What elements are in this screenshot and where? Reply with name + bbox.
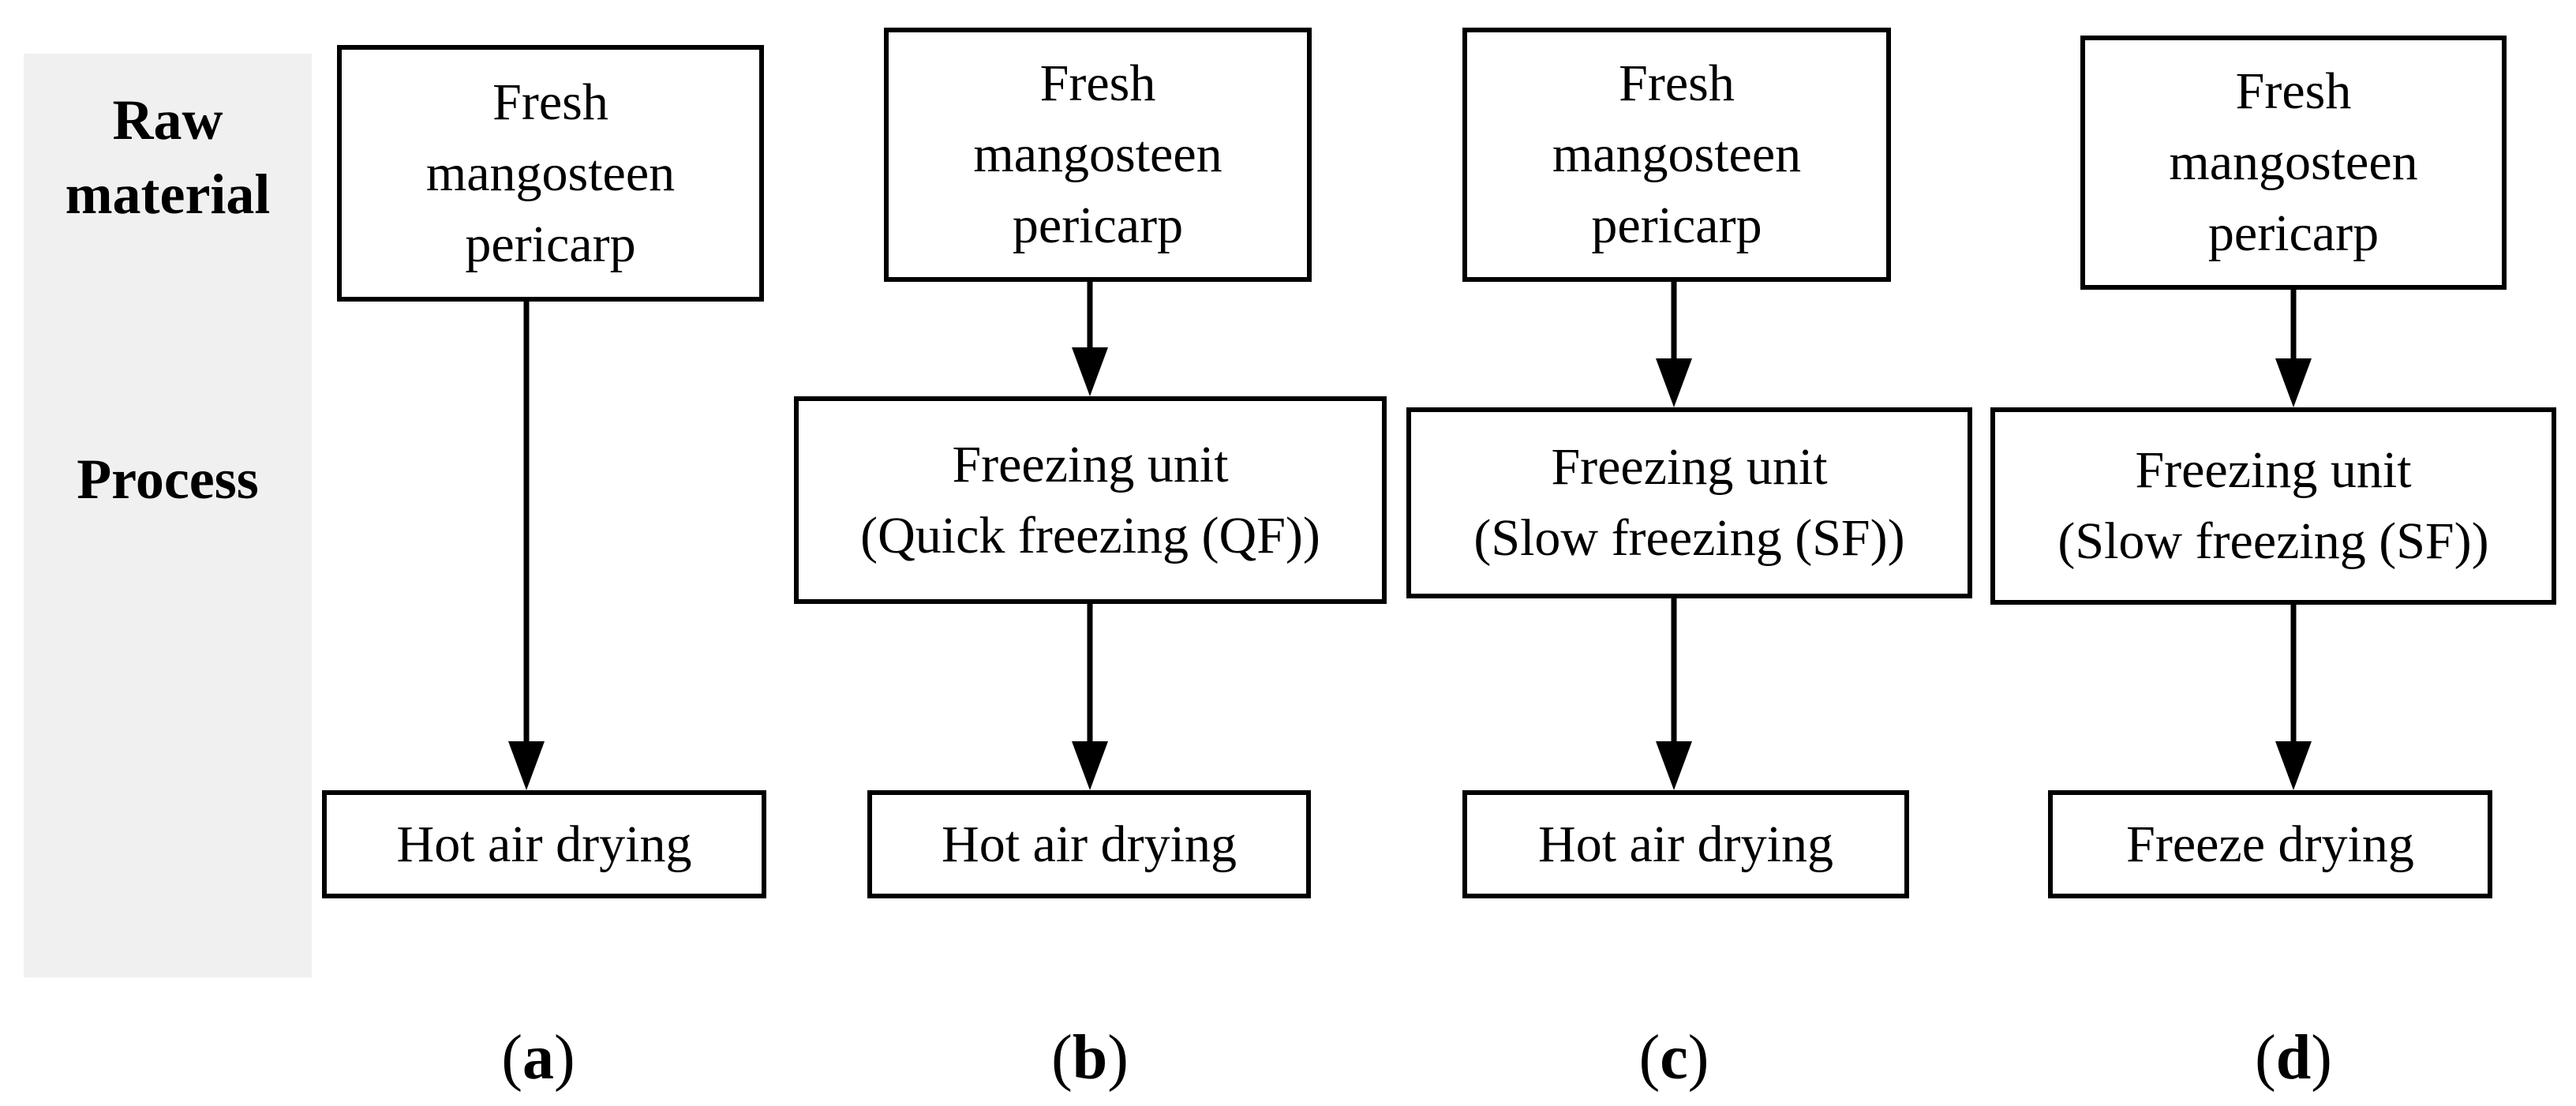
- arrow-a: [503, 302, 550, 790]
- arrow-d-1: [2270, 290, 2317, 407]
- caption-d-open: (: [2255, 1023, 2276, 1093]
- freezing-box-d-line1: Freezing unit: [2135, 441, 2412, 499]
- caption-c-letter: c: [1660, 1023, 1688, 1093]
- caption-d-close: ): [2311, 1023, 2332, 1093]
- drying-box-b-label: Hot air drying: [942, 815, 1237, 873]
- raw-material-box-c: Fresh mangosteen pericarp: [1462, 28, 1891, 282]
- raw-material-box-b-line2: mangosteen: [973, 126, 1222, 183]
- caption-c: (c): [1556, 1014, 1792, 1101]
- raw-material-box-c-line1: Fresh: [1619, 54, 1735, 112]
- caption-d-letter: d: [2275, 1023, 2312, 1093]
- caption-c-open: (: [1638, 1023, 1661, 1093]
- raw-material-box-a-line3: pericarp: [465, 215, 636, 273]
- raw-material-box-d: Fresh mangosteen pericarp: [2080, 36, 2507, 290]
- drying-box-d-label: Freeze drying: [2126, 815, 2414, 873]
- raw-material-box-a: Fresh mangosteen pericarp: [337, 45, 764, 302]
- freezing-box-d-line2: (Slow freezing (SF)): [2057, 512, 2489, 570]
- raw-material-box-b-line3: pericarp: [1012, 197, 1184, 254]
- arrow-a-shaft: [523, 302, 530, 751]
- drying-box-d: Freeze drying: [2048, 790, 2492, 898]
- caption-a-close: ): [554, 1023, 575, 1093]
- caption-d: (d): [2175, 1014, 2412, 1101]
- arrow-d-2-shaft: [2290, 605, 2297, 751]
- caption-a-open: (: [501, 1023, 522, 1093]
- caption-a-letter: a: [522, 1023, 554, 1093]
- raw-material-box-d-line2: mangosteen: [2169, 133, 2418, 191]
- row-header-raw-material-line1: Raw: [112, 88, 223, 152]
- caption-b-letter: b: [1072, 1023, 1108, 1093]
- arrow-b-1-head: [1072, 347, 1108, 396]
- arrow-b-1: [1066, 282, 1114, 396]
- arrow-b-2: [1066, 604, 1114, 790]
- raw-material-box-a-line1: Fresh: [492, 73, 608, 131]
- arrow-d-1-head: [2275, 358, 2312, 407]
- raw-material-box-b: Fresh mangosteen pericarp: [884, 28, 1312, 282]
- freezing-box-c-line1: Freezing unit: [1551, 438, 1828, 496]
- drying-box-b: Hot air drying: [867, 790, 1311, 898]
- row-header-panel: [24, 54, 312, 977]
- arrow-d-1-shaft: [2290, 290, 2297, 368]
- drying-box-a-label: Hot air drying: [396, 815, 692, 873]
- drying-box-c-label: Hot air drying: [1538, 815, 1833, 873]
- caption-b: (b): [972, 1014, 1208, 1101]
- freezing-box-b-line1: Freezing unit: [952, 435, 1229, 493]
- caption-b-close: ): [1107, 1023, 1129, 1093]
- arrow-d-2: [2270, 605, 2317, 790]
- raw-material-box-d-line1: Fresh: [2235, 62, 2352, 120]
- arrow-c-2: [1650, 598, 1698, 790]
- raw-material-box-d-line3: pericarp: [2207, 204, 2379, 262]
- row-header-raw-material-line2: material: [65, 163, 271, 226]
- arrow-b-1-shaft: [1087, 282, 1093, 357]
- row-header-raw-material: Raw material: [24, 83, 312, 231]
- raw-material-box-c-line3: pericarp: [1591, 197, 1762, 254]
- arrow-d-2-head: [2275, 741, 2312, 790]
- arrow-c-1: [1650, 282, 1698, 407]
- raw-material-box-c-line2: mangosteen: [1552, 126, 1802, 183]
- arrow-c-1-shaft: [1671, 282, 1677, 368]
- arrow-b-2-shaft: [1087, 604, 1093, 751]
- caption-a: (a): [420, 1014, 657, 1101]
- raw-material-box-a-line2: mangosteen: [425, 144, 676, 202]
- freezing-box-c: Freezing unit (Slow freezing (SF)): [1406, 407, 1972, 598]
- freezing-box-c-line2: (Slow freezing (SF)): [1473, 509, 1905, 567]
- arrow-a-head: [508, 741, 545, 790]
- freezing-box-d: Freezing unit (Slow freezing (SF)): [1990, 407, 2556, 605]
- caption-b-open: (: [1051, 1023, 1073, 1093]
- row-header-process-label: Process: [77, 448, 259, 511]
- arrow-b-2-head: [1072, 741, 1108, 790]
- row-header-process: Process: [24, 442, 312, 516]
- drying-box-a: Hot air drying: [322, 790, 766, 898]
- drying-box-c: Hot air drying: [1462, 790, 1909, 898]
- arrow-c-2-shaft: [1671, 598, 1677, 751]
- caption-c-close: ): [1687, 1023, 1709, 1093]
- freezing-box-b-line2: (Quick freezing (QF)): [860, 506, 1320, 564]
- arrow-c-2-head: [1656, 741, 1692, 790]
- freezing-box-b: Freezing unit (Quick freezing (QF)): [794, 396, 1387, 604]
- raw-material-box-b-line1: Fresh: [1039, 54, 1156, 112]
- arrow-c-1-head: [1656, 358, 1692, 407]
